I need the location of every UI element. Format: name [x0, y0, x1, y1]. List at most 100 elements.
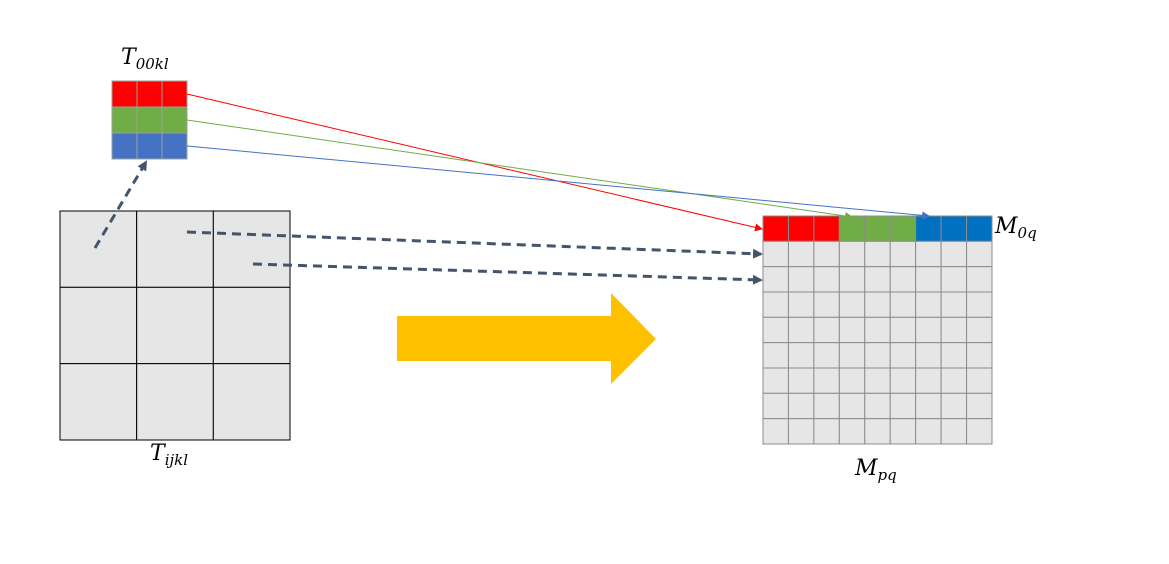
mpq-cell [915, 291, 942, 318]
tijkl-cell [59, 210, 138, 288]
tijkl-cell [136, 210, 214, 288]
tijkl-cell [136, 286, 214, 365]
mpq-cell [787, 418, 815, 445]
mpq-cell [864, 291, 891, 318]
dashed-arrow-to-t00kl [93, 160, 148, 249]
label-tijkl-sub: ijkl [164, 451, 189, 469]
mpq-cell [889, 342, 917, 369]
mpq-cell [838, 392, 866, 420]
label-t00kl: T00kl [121, 47, 169, 72]
mpq-cell [787, 342, 815, 369]
tijkl-cell [59, 363, 138, 441]
mpq-cell [838, 342, 866, 369]
mpq-cell [915, 240, 942, 268]
mpq-cell [966, 316, 993, 344]
mpq-cell [787, 316, 815, 344]
mpq-cell [915, 266, 942, 293]
mpq-cell [838, 418, 866, 445]
mpq-cell [762, 266, 789, 293]
tijkl-cell [212, 286, 291, 365]
mpq-cell [966, 342, 993, 369]
tijkl-cell [59, 286, 138, 365]
mpq-cell [762, 316, 789, 344]
matrix-mpq-grid [762, 215, 993, 445]
m0q-cell-blue [940, 215, 968, 242]
mpq-cell [762, 418, 789, 445]
mpq-cell [762, 240, 789, 268]
dashed-arrow-to-row-2 [252, 262, 763, 285]
green-row-arrow [186, 119, 853, 220]
t00kl-cell-blue [111, 132, 138, 160]
mpq-cell [838, 266, 866, 293]
t00kl-cell-blue [161, 132, 188, 160]
mpq-cell [787, 291, 815, 318]
m0q-cell-green [838, 215, 866, 242]
mpq-cell [813, 342, 840, 369]
dashed-arrow-to-row-1 [186, 230, 763, 259]
mpq-cell [915, 316, 942, 344]
mpq-cell [813, 418, 840, 445]
label-t00kl-sub: 00kl [135, 55, 169, 73]
tensor-tijkl-grid [59, 210, 291, 441]
tijkl-cell [212, 210, 291, 288]
mpq-cell [915, 367, 942, 394]
label-t00kl-base: T [121, 45, 136, 70]
mpq-cell [889, 316, 917, 344]
mpq-cell [787, 240, 815, 268]
mpq-cell [889, 291, 917, 318]
mpq-cell [838, 240, 866, 268]
label-tijkl: Tijkl [150, 443, 188, 468]
mpq-cell [889, 418, 917, 445]
mpq-cell [787, 367, 815, 394]
mpq-cell [889, 266, 917, 293]
mpq-cell [864, 367, 891, 394]
m0q-cell-red [787, 215, 815, 242]
t00kl-cell-red [111, 80, 138, 108]
t00kl-cell-green [136, 106, 163, 134]
mpq-cell [762, 342, 789, 369]
mpq-cell [864, 418, 891, 445]
mpq-cell [940, 367, 968, 394]
mpq-cell [864, 342, 891, 369]
mpq-cell [813, 291, 840, 318]
mpq-cell [940, 418, 968, 445]
m0q-cell-blue [915, 215, 942, 242]
label-mpq-base: M [855, 456, 878, 481]
mpq-cell [864, 266, 891, 293]
mpq-cell [813, 240, 840, 268]
label-m0q: M0q [995, 216, 1037, 241]
tijkl-cell [212, 363, 291, 441]
tijkl-cell [136, 363, 214, 441]
t00kl-cell-green [161, 106, 188, 134]
mpq-cell [915, 392, 942, 420]
label-tijkl-base: T [150, 441, 165, 466]
mpq-cell [966, 418, 993, 445]
m0q-cell-green [864, 215, 891, 242]
mpq-cell [966, 367, 993, 394]
mpq-cell [940, 316, 968, 344]
mpq-cell [915, 418, 942, 445]
mpq-cell [940, 291, 968, 318]
mpq-cell [813, 266, 840, 293]
label-m0q-base: M [995, 214, 1018, 239]
t00kl-cell-red [136, 80, 163, 108]
label-mpq: Mpq [855, 458, 897, 483]
m0q-cell-red [813, 215, 840, 242]
mpq-cell [762, 392, 789, 420]
label-m0q-sub: 0q [1017, 224, 1037, 242]
mpq-cell [940, 240, 968, 268]
mpq-cell [787, 392, 815, 420]
mpq-cell [813, 367, 840, 394]
mpq-cell [940, 266, 968, 293]
t00kl-cell-red [161, 80, 188, 108]
m0q-cell-green [889, 215, 917, 242]
m0q-cell-blue [966, 215, 993, 242]
mpq-cell [889, 392, 917, 420]
blue-row-arrow [186, 145, 930, 220]
mpq-cell [940, 342, 968, 369]
mpq-cell [838, 316, 866, 344]
mpq-cell [813, 392, 840, 420]
mpq-cell [762, 291, 789, 318]
mpq-cell [838, 367, 866, 394]
